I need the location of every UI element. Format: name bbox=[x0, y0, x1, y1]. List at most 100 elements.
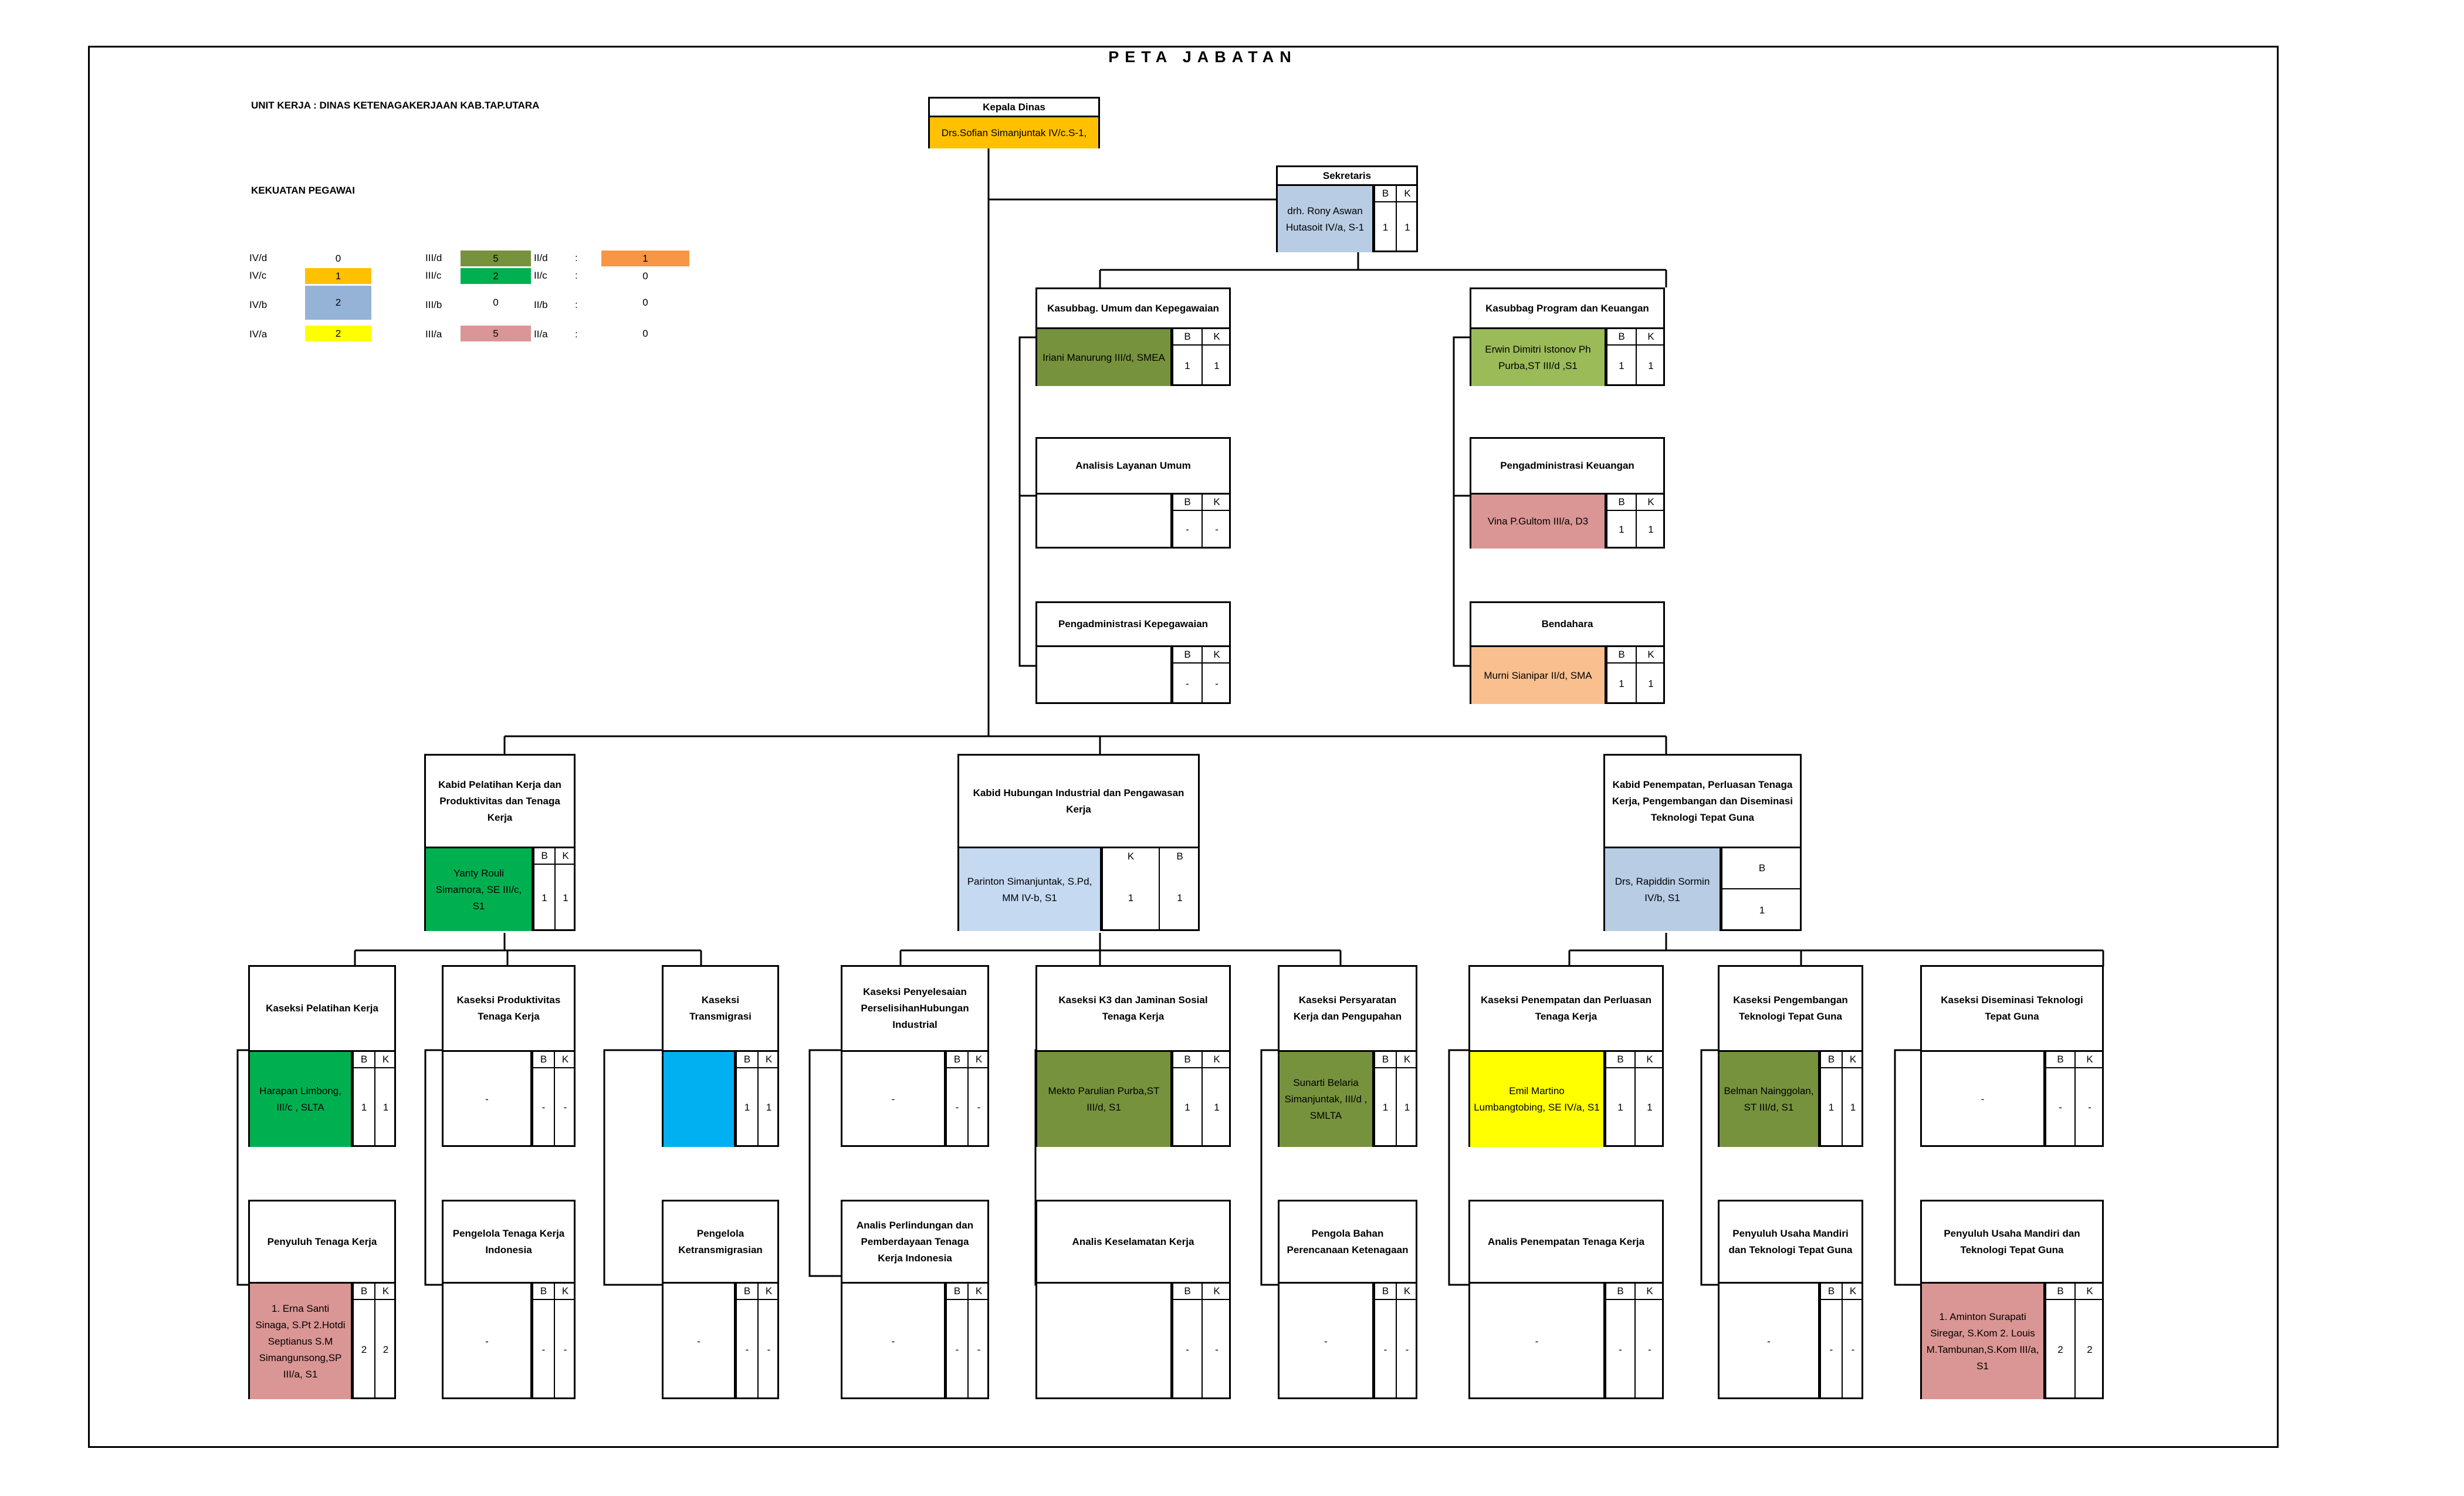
node-kabid-hubungan-industrial: Kabid Hubungan Industrial dan Pengawasan… bbox=[957, 754, 1200, 931]
k-label: K bbox=[1396, 1284, 1417, 1300]
node-title: Bendahara bbox=[1471, 603, 1663, 647]
node-title: Analisis Layanan Umum bbox=[1037, 439, 1229, 495]
node-sekretaris: Sekretaris drh. Rony Aswan Hutasoit IV/a… bbox=[1276, 165, 1418, 252]
k-label: K bbox=[1201, 1052, 1231, 1068]
node-title: Kaseksi Pengembangan Teknologi Tepat Gun… bbox=[1720, 967, 1861, 1052]
b-label: B bbox=[533, 848, 554, 865]
node-kaseksi: Kaseksi Penyelesaian PerselisihanHubunga… bbox=[841, 965, 989, 1147]
b-label: B bbox=[532, 1284, 554, 1300]
k-value: 1 bbox=[1201, 346, 1231, 386]
node-title: Kaseksi Diseminasi Teknologi Tepat Guna bbox=[1922, 967, 2102, 1052]
k-value: - bbox=[967, 1300, 989, 1399]
b-value: - bbox=[946, 1300, 967, 1399]
k-label: K bbox=[554, 848, 576, 865]
k-value: - bbox=[1634, 1300, 1664, 1399]
b-label: B bbox=[1605, 1284, 1634, 1300]
b-label: B bbox=[736, 1284, 757, 1300]
node-title: Penyuluh Usaha Mandiri dan Teknologi Tep… bbox=[1720, 1201, 1861, 1284]
k-label: K bbox=[757, 1052, 779, 1068]
node-name: - bbox=[444, 1284, 532, 1399]
k-value: 1 bbox=[1159, 865, 1200, 931]
legend-count: 1 bbox=[601, 251, 689, 266]
k-value: 1 bbox=[554, 865, 576, 931]
legend-count: 0 bbox=[642, 270, 648, 282]
b-value: - bbox=[736, 1300, 757, 1399]
k-label: K bbox=[2074, 1052, 2104, 1068]
b-label: B bbox=[1172, 1284, 1201, 1300]
b-value: - bbox=[1820, 1300, 1842, 1399]
k-value: - bbox=[1842, 1300, 1863, 1399]
legend-grade: III/d bbox=[425, 252, 442, 263]
k-label: K bbox=[1396, 1052, 1417, 1068]
b-value: 1 bbox=[1605, 1068, 1634, 1147]
b-label: B bbox=[1172, 647, 1201, 664]
node-title: Sekretaris bbox=[1278, 167, 1416, 186]
node-name: Erwin Dimitri Istonov Ph Purba,ST III/d … bbox=[1471, 329, 1606, 386]
page-frame bbox=[88, 46, 2279, 1448]
node-name: Emil Martino Lumbangtobing, SE IV/a, S1 bbox=[1470, 1052, 1605, 1147]
b-label: B bbox=[946, 1284, 967, 1300]
b-value: - bbox=[1172, 664, 1201, 704]
k-value: 1 bbox=[1634, 1068, 1664, 1147]
b-value: 1 bbox=[1606, 664, 1636, 704]
node-name: Sunarti Belaria Simanjuntak, III/d , SML… bbox=[1280, 1052, 1374, 1147]
node-fungsional: Analis Perlindungan dan Pemberdayaan Ten… bbox=[841, 1200, 989, 1399]
node-name: Mekto Parulian Purba,ST III/d, S1 bbox=[1037, 1052, 1172, 1147]
k-value: 1 bbox=[1201, 1068, 1231, 1147]
node-name: Belman Nainggolan, ST III/d, S1 bbox=[1720, 1052, 1820, 1147]
node-title: Kaseksi Persyaratan Kerja dan Pengupahan bbox=[1280, 967, 1416, 1052]
k-value: 1 bbox=[1396, 1068, 1417, 1147]
b-value: - bbox=[946, 1068, 967, 1147]
node-name bbox=[1037, 1284, 1172, 1399]
node-kasubbag-program: Kasubbag Program dan Keuangan Erwin Dimi… bbox=[1470, 287, 1665, 386]
unit-kerja-label: UNIT KERJA : DINAS KETENAGAKERJAAN KAB.T… bbox=[251, 100, 540, 111]
node-title: Kepala Dinas bbox=[930, 99, 1098, 117]
b-value: 1 bbox=[353, 1068, 374, 1147]
b-value: - bbox=[532, 1300, 554, 1399]
legend-grade: III/a bbox=[425, 329, 442, 340]
node-title: Kabid Pelatihan Kerja dan Produktivitas … bbox=[426, 756, 574, 848]
k-label: K bbox=[1842, 1284, 1863, 1300]
k-value: - bbox=[1201, 511, 1231, 549]
k-label: K bbox=[1634, 1284, 1664, 1300]
legend-grade: II/b bbox=[534, 299, 548, 310]
node-kaseksi: Kaseksi Pengembangan Teknologi Tepat Gun… bbox=[1718, 965, 1863, 1147]
node-title: Pengelola Tenaga Kerja Indonesia bbox=[444, 1201, 574, 1284]
node-name: drh. Rony Aswan Hutasoit IV/a, S-1 bbox=[1278, 186, 1374, 252]
b-label: B bbox=[532, 1052, 554, 1068]
node-bendahara: Bendahara Murni Sianipar II/d, SMA B K 1… bbox=[1470, 601, 1665, 704]
k-label: K bbox=[1201, 329, 1231, 346]
legend-grade: IV/d bbox=[249, 252, 268, 263]
legend-sep: : bbox=[575, 252, 578, 263]
b-value: 1 bbox=[1721, 889, 1802, 931]
b-label: B bbox=[1820, 1284, 1842, 1300]
node-kaseksi: Kaseksi Penempatan dan Perluasan Tenaga … bbox=[1468, 965, 1664, 1147]
b-label: B bbox=[1606, 329, 1636, 346]
b-label: B bbox=[1721, 848, 1802, 889]
b-value: 1 bbox=[1102, 865, 1159, 931]
node-title: Analis Penempatan Tenaga Kerja bbox=[1470, 1201, 1662, 1284]
legend-count: 0 bbox=[642, 296, 648, 308]
node-name: Parinton Simanjuntak, S.Pd, MM IV-b, S1 bbox=[959, 848, 1102, 931]
node-analisis-layanan-umum: Analisis Layanan Umum B K - - bbox=[1035, 437, 1231, 549]
node-name bbox=[664, 1052, 736, 1147]
b-label: B bbox=[1606, 495, 1636, 511]
legend-sep: : bbox=[575, 270, 578, 281]
node-kepala-dinas: Kepala Dinas Drs.Sofian Simanjuntak IV/c… bbox=[928, 97, 1100, 148]
k-value: 2 bbox=[2074, 1300, 2104, 1399]
k-value: - bbox=[1201, 1300, 1231, 1399]
node-fungsional: Penyuluh Usaha Mandiri dan Teknologi Tep… bbox=[1718, 1200, 1863, 1399]
node-title: Kasubbag. Umum dan Kepegawaian bbox=[1037, 289, 1229, 329]
k-label: K bbox=[967, 1284, 989, 1300]
node-name: Murni Sianipar II/d, SMA bbox=[1471, 647, 1606, 704]
b-label: B bbox=[1606, 647, 1636, 664]
b-value: 1 bbox=[1374, 202, 1396, 252]
node-name: - bbox=[842, 1284, 946, 1399]
node-name: Iriani Manurung III/d, SMEA bbox=[1037, 329, 1172, 386]
k-label: K bbox=[374, 1052, 396, 1068]
node-title: Kaseksi Penempatan dan Perluasan Tenaga … bbox=[1470, 967, 1662, 1052]
